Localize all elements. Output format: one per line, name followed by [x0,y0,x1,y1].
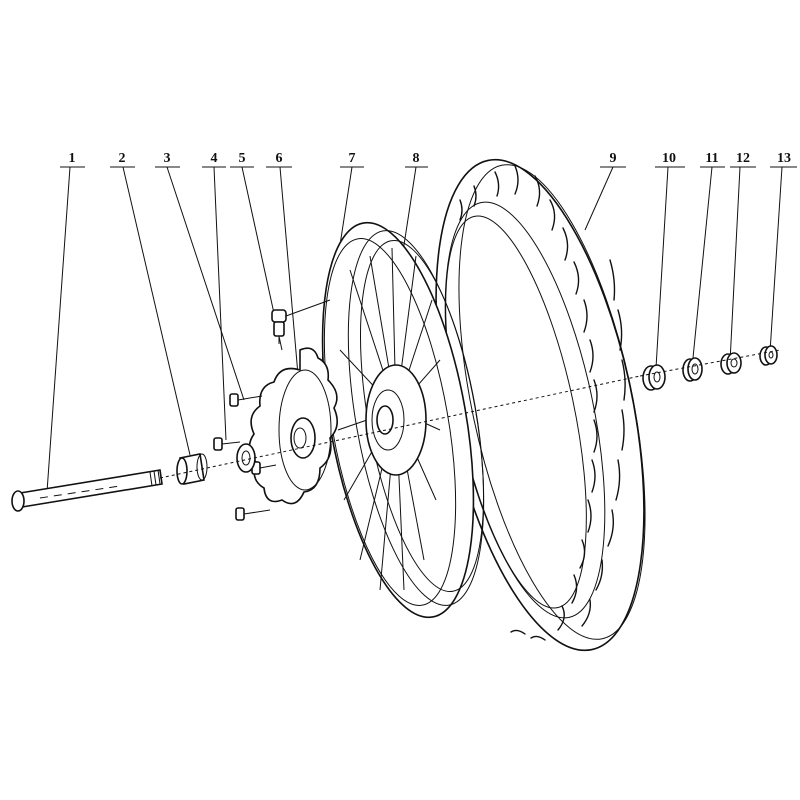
callout-label-8: 8 [413,151,420,166]
tire-valve-icon [271,299,331,344]
wheel-bearing-icon [236,443,256,473]
callout-label-7: 7 [349,151,356,166]
brake-disc-icon [248,347,338,505]
oil-seal-icon [642,364,666,391]
callout-label-6: 6 [276,151,283,166]
tread-pattern [459,165,626,641]
disc-bolt-icon [213,393,277,521]
callout-label-11: 11 [705,151,718,166]
callout-group: 1 2 3 4 5 6 7 8 9 10 11 12 13 [46,151,797,493]
wheel-rim-icon [321,221,485,619]
wheel-bearing-icon [682,357,703,382]
oil-seal-icon [759,345,778,366]
collar-spacer-icon [720,352,742,375]
callout-label-2: 2 [119,151,126,166]
callout-label-4: 4 [211,151,218,166]
callout-label-10: 10 [662,151,676,166]
callout-label-9: 9 [610,151,617,166]
callout-label-3: 3 [164,151,171,166]
collar-spacer-icon [176,453,208,485]
callout-label-12: 12 [736,151,750,166]
callout-label-1: 1 [69,151,76,166]
callout-label-13: 13 [777,151,791,166]
axle-shaft-icon [11,375,641,512]
callout-label-5: 5 [239,151,246,166]
